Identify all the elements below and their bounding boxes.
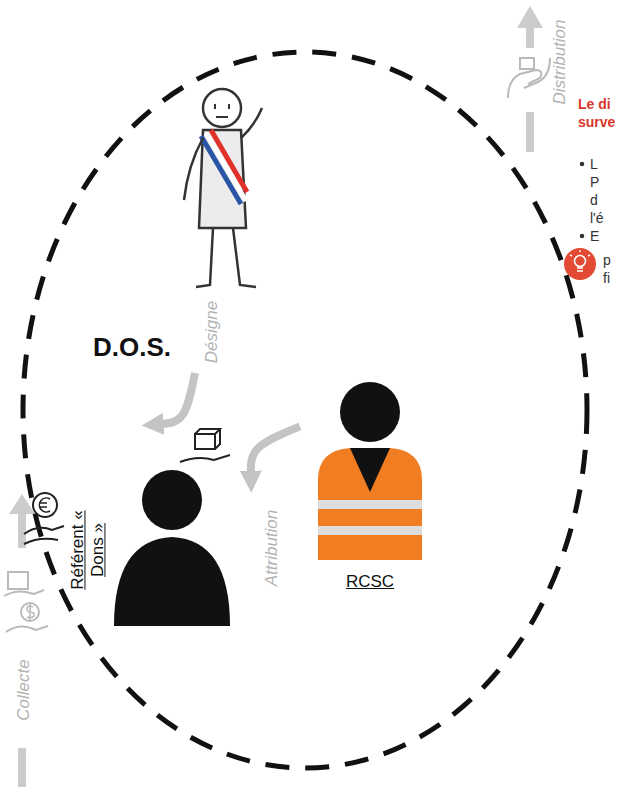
side-text: l'é — [590, 210, 604, 226]
hand-icon — [508, 70, 541, 98]
arrow-head — [517, 6, 543, 28]
vest-stripe — [318, 500, 422, 509]
side-text: P — [590, 174, 599, 190]
dollar-symbol — [27, 603, 34, 621]
bullet-dot — [580, 162, 585, 167]
box-icon — [195, 434, 215, 449]
silhouette-head — [142, 470, 202, 530]
side-text: d — [590, 192, 598, 208]
figure-node: RCSC — [300, 380, 470, 612]
edge-label: Désigne — [202, 301, 222, 363]
figure-arm — [184, 138, 203, 200]
silhouette-body — [114, 537, 230, 626]
sash-red — [211, 130, 247, 192]
figure-body — [199, 130, 246, 228]
curved-arrow — [161, 373, 195, 424]
side-text: L — [590, 156, 598, 172]
node-label: Référent « Dons » — [68, 508, 107, 592]
bulb-lines — [570, 250, 590, 271]
lightbulb-icon — [564, 248, 596, 280]
side-text: Le di — [578, 96, 611, 112]
figure-arm — [241, 108, 262, 138]
figure-node: D.O.S. — [85, 78, 285, 373]
bulb-glass — [575, 256, 586, 267]
rcsc-figure — [318, 382, 422, 560]
referent-figure — [24, 429, 230, 626]
figure-leg — [233, 228, 256, 287]
curved-arrow — [251, 426, 300, 472]
box-icon — [8, 572, 28, 589]
silhouette-head — [340, 382, 400, 442]
hand-icon — [24, 526, 64, 544]
figure-leg — [196, 228, 213, 287]
figure-node: Référent « Dons » — [20, 432, 245, 632]
figure-eye — [214, 104, 216, 109]
flow-arrow — [18, 510, 26, 548]
node-label: RCSC — [346, 572, 394, 592]
sash-white — [206, 133, 246, 201]
hand-icon — [524, 58, 550, 88]
hand-icon — [180, 455, 230, 462]
side-text: p — [603, 252, 611, 268]
vest-stripe — [318, 526, 422, 535]
coin-icon — [33, 493, 57, 517]
flow-label: Collecte — [14, 659, 34, 720]
side-text: surve — [578, 114, 615, 130]
side-text: fi — [603, 270, 610, 286]
dos-figure — [184, 89, 262, 287]
hand-icon — [6, 626, 48, 632]
figure-head — [203, 89, 241, 127]
side-text: E — [590, 228, 599, 244]
boundary-circle — [23, 52, 587, 768]
bullet-dot — [580, 234, 585, 239]
edge-label: Attribution — [262, 510, 282, 587]
figure-eye — [228, 104, 230, 109]
euro-symbol — [39, 498, 50, 512]
hand-icon — [4, 590, 44, 596]
node-label: D.O.S. — [93, 333, 171, 363]
flow-label: Distribution — [550, 19, 570, 104]
arrow-head — [9, 494, 35, 514]
coin-icon — [21, 603, 39, 621]
flow-arrow — [18, 748, 26, 787]
vest-body — [318, 448, 422, 560]
vest-collar — [350, 448, 390, 492]
flow-arrow — [526, 112, 534, 152]
box-icon — [520, 58, 534, 69]
distribution-icon — [508, 6, 550, 152]
box-icon — [195, 429, 220, 449]
icon-circle — [564, 248, 596, 280]
figure-mouth — [216, 116, 228, 118]
